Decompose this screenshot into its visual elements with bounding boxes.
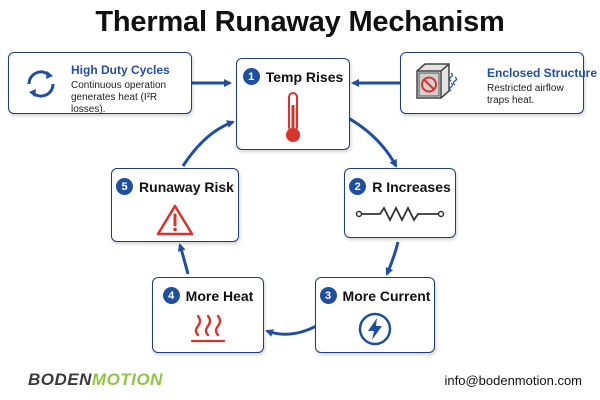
boden-motion-logo: BODENMOTION (28, 370, 163, 389)
duty-cycles-desc: Continuous operation generates heat (I²R… (71, 80, 191, 116)
step-badge: 5 (116, 178, 134, 195)
step-badge: 4 (162, 287, 180, 304)
node-label: More Heat (185, 287, 254, 304)
arrow-4-to-5 (177, 243, 190, 275)
lightning-icon (358, 312, 392, 346)
arrow-5-to-1 (181, 120, 235, 167)
input-box-enclosed-structure: Enclosed Structure Restricted airflow tr… (400, 52, 597, 114)
enclosed-structure-desc: Restricted airflow traps heat. (487, 83, 582, 107)
arrow-3-to-4 (265, 322, 321, 337)
cycle-arrows-icon (27, 70, 55, 98)
duty-desc-line2: generates heat (I²R losses). (71, 92, 158, 115)
diagram-title: Thermal Runaway Mechanism (95, 6, 505, 38)
enclosed-desc-line2: traps heat. (487, 95, 535, 106)
node-runaway-risk: 5 Runaway Risk (111, 168, 239, 242)
arrow-2-to-3 (385, 241, 400, 276)
step-badge: 3 (319, 287, 337, 304)
node-label: More Current (342, 287, 431, 304)
step-badge: 2 (349, 178, 367, 195)
enclosed-desc-line1: Restricted airflow (487, 83, 564, 94)
enclosed-structure-title: Enclosed Structure (487, 66, 598, 80)
duty-desc-line1: Continuous operation (71, 80, 167, 91)
node-more-heat: 4 More Heat (152, 277, 264, 353)
warning-icon (156, 204, 194, 236)
contact-email: info@bodenmotion.com (444, 373, 583, 388)
node-label: R Increases (372, 178, 451, 195)
node-r-increases: 2 R Increases (344, 168, 456, 238)
node-label: Runaway Risk (139, 178, 234, 195)
duty-cycles-title: High Duty Cycles (71, 63, 170, 77)
heat-waves-icon (190, 314, 226, 343)
input-box-duty-cycles: High Duty Cycles Continuous operation ge… (8, 52, 192, 116)
resistor-icon (355, 206, 445, 222)
enclosure-icon (416, 63, 458, 99)
node-temp-rises: 1 Temp Rises (236, 58, 350, 150)
step-badge: 1 (242, 68, 260, 85)
node-label: Temp Rises (265, 68, 344, 85)
thermometer-icon (286, 92, 300, 142)
node-more-current: 3 More Current (315, 277, 435, 353)
